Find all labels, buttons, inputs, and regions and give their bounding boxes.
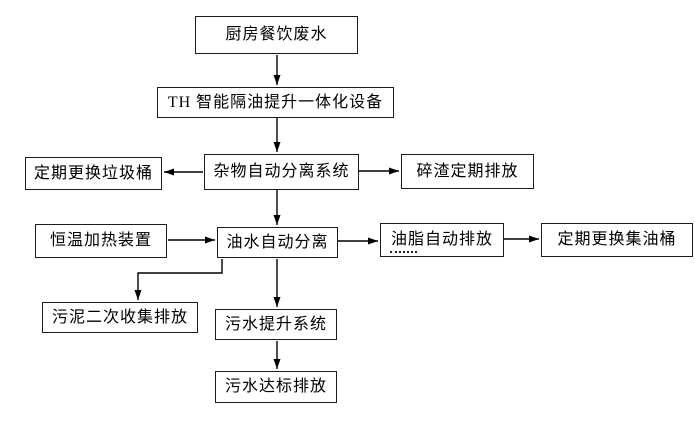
grease-dotted-underline	[390, 251, 417, 253]
node-sludge-secondary-collection-discharge: 污泥二次收集排放	[42, 302, 198, 333]
node-grease-auto-discharge: 油脂自动排放	[380, 223, 504, 257]
node-sewage-standard-discharge: 污水达标排放	[215, 371, 337, 403]
node-debris-auto-separation-system-label: 杂物自动分离系统	[213, 163, 350, 180]
node-replace-oil-collection-barrel-label: 定期更换集油桶	[557, 231, 677, 248]
node-kitchen-wastewater-label: 厨房餐饮废水	[225, 26, 328, 43]
node-residue-periodic-discharge-label: 碎渣定期排放	[416, 162, 519, 180]
node-constant-temp-heater-label: 恒温加热装置	[49, 232, 152, 249]
node-sewage-standard-discharge-label: 污水达标排放	[224, 378, 327, 395]
node-debris-auto-separation-system: 杂物自动分离系统	[204, 154, 359, 190]
node-sewage-lifting-system-label: 污水提升系统	[224, 315, 327, 333]
node-th-oil-separation-device: TH 智能隔油提升一体化设备	[157, 87, 394, 118]
node-sludge-secondary-collection-discharge-label: 污泥二次收集排放	[51, 308, 188, 326]
node-th-oil-separation-device-label: TH 智能隔油提升一体化设备	[167, 93, 384, 111]
node-kitchen-wastewater: 厨房餐饮废水	[195, 16, 358, 54]
node-grease-auto-discharge-label: 油脂自动排放	[390, 231, 493, 248]
node-oil-water-auto-separation-label: 油水自动分离	[226, 233, 329, 251]
arrow-oilwater-to-sludge	[134, 259, 223, 300]
node-replace-oil-collection-barrel: 定期更换集油桶	[541, 223, 693, 257]
node-sewage-lifting-system: 污水提升系统	[215, 309, 337, 340]
node-constant-temp-heater: 恒温加热装置	[35, 224, 167, 258]
node-residue-periodic-discharge: 碎渣定期排放	[401, 154, 534, 189]
node-replace-trash-bin: 定期更换垃圾桶	[25, 157, 162, 190]
node-oil-water-auto-separation: 油水自动分离	[217, 227, 338, 258]
node-replace-trash-bin-label: 定期更换垃圾桶	[33, 164, 153, 182]
